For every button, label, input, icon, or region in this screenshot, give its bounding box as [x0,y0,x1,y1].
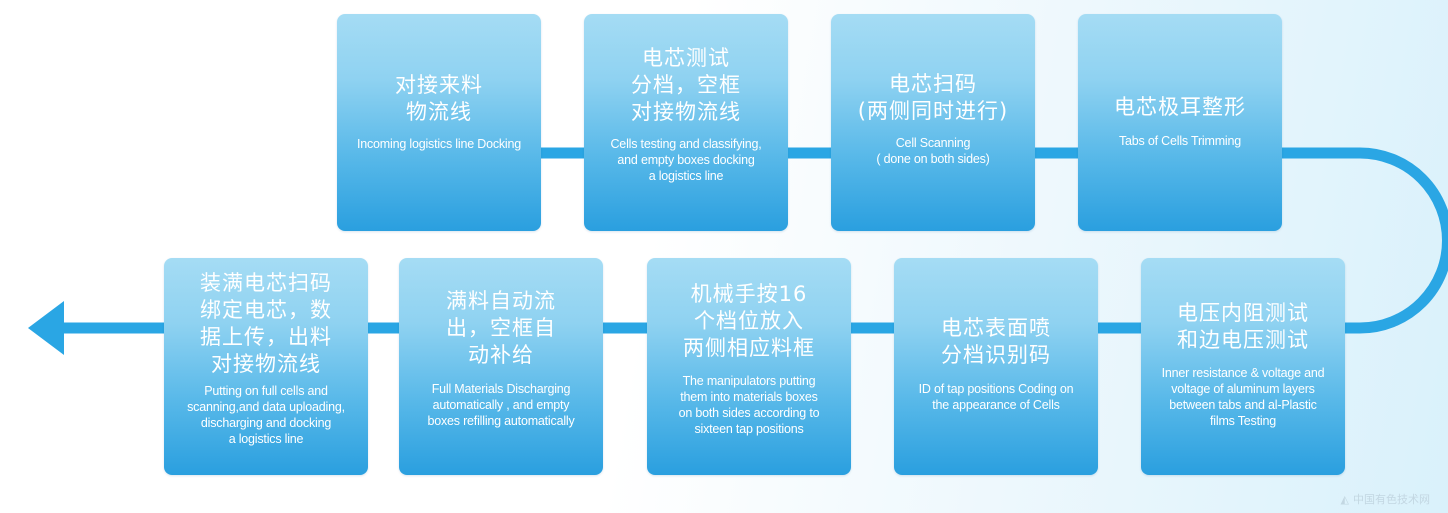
step-7-title: 机械手按16 个档位放入 两侧相应料框 [683,282,815,360]
step-2-desc: Cells testing and classifying, and empty… [610,137,762,183]
watermark-text: 中国有色技术网 [1353,493,1430,506]
step-8-title: 满料自动流 出，空框自 动补给 [446,289,556,367]
step-3-title: 电芯扫码 (两侧同时进行) [857,72,1009,123]
step-1-desc: Incoming logistics line Docking [356,137,521,151]
step-box-8: 满料自动流 出，空框自 动补给 Full Materials Dischargi… [399,258,603,475]
step-box-4: 电芯极耳整形 Tabs of Cells Trimming [1078,14,1282,231]
step-6-title: 电芯表面喷 分档识别码 [941,316,1051,367]
step-box-2: 电芯测试 分档，空框 对接物流线 Cells testing and class… [584,14,788,231]
step-box-3: 电芯扫码 (两侧同时进行) Cell Scanning ( done on bo… [831,14,1035,231]
watermark: ◭ 中国有色技术网 [1341,491,1430,507]
step-box-6: 电芯表面喷 分档识别码 ID of tap positions Coding o… [894,258,1098,475]
step-2-title: 电芯测试 分档，空框 对接物流线 [631,46,741,124]
step-4-desc: Tabs of Cells Trimming [1118,134,1242,148]
step-7-desc: The manipulators putting them into mater… [678,374,820,436]
step-6-desc: ID of tap positions Coding on the appear… [918,382,1074,412]
step-1-title: 对接来料 物流线 [395,73,483,124]
step-8-desc: Full Materials Discharging automatically… [427,382,575,428]
step-9-title: 装满电芯扫码 绑定电芯，数 据上传，出料 对接物流线 [200,271,332,376]
step-4-title: 电芯极耳整形 [1114,95,1246,119]
step-5-title: 电压内阻测试 和边电压测试 [1177,301,1309,352]
step-box-9: 装满电芯扫码 绑定电芯，数 据上传，出料 对接物流线 Putting on fu… [164,258,368,475]
logo-icon: ◭ [1340,493,1349,506]
step-9-desc: Putting on full cells and scanning,and d… [187,384,345,446]
step-box-7: 机械手按16 个档位放入 两侧相应料框 The manipulators put… [647,258,851,475]
step-5-desc: Inner resistance & voltage and voltage o… [1161,366,1325,428]
step-3-desc: Cell Scanning ( done on both sides) [876,136,990,166]
step-box-1: 对接来料 物流线 Incoming logistics line Docking [337,14,541,231]
step-box-5: 电压内阻测试 和边电压测试 Inner resistance & voltage… [1141,258,1345,475]
arrow-head-icon [28,301,64,355]
